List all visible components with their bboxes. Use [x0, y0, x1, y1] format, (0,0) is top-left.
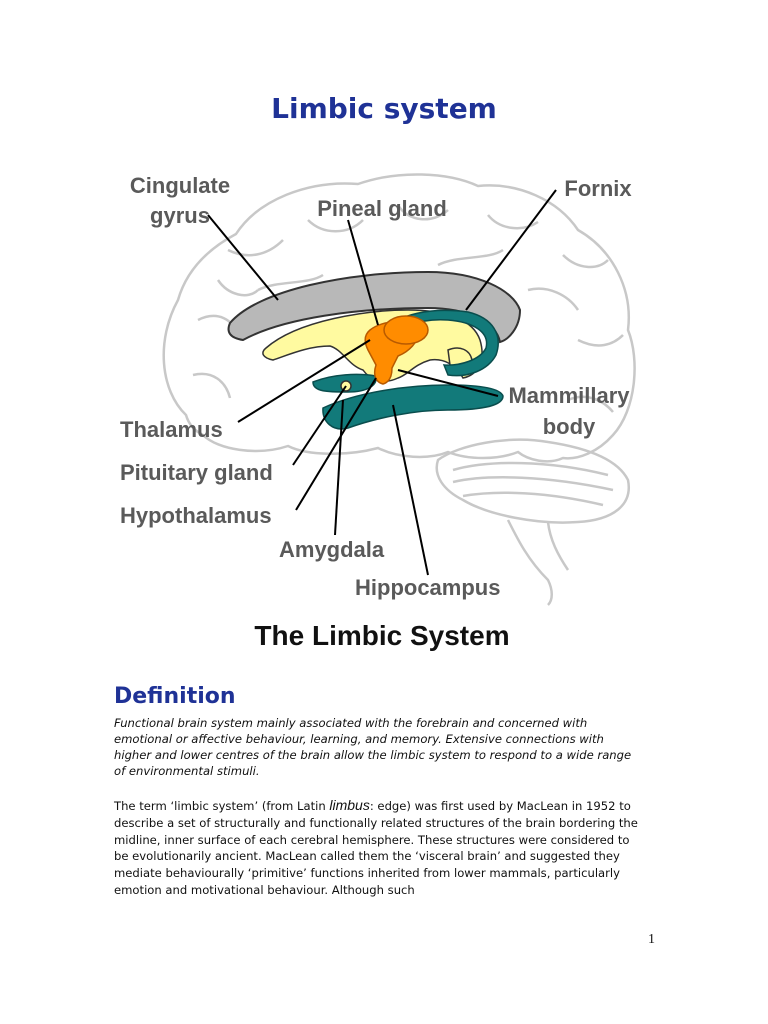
- label-hypothalamus: Hypothalamus: [120, 503, 272, 528]
- label-thalamus: Thalamus: [120, 417, 223, 442]
- fornix-shape: [376, 309, 499, 377]
- body-text-part2: : edge) was first used by MacLean in 195…: [114, 799, 638, 897]
- hippocampus-shape: [322, 384, 504, 430]
- brain-diagram: Cingulate gyrus Pineal gland Fornix Mamm…: [120, 173, 636, 651]
- label-cingulate-line2: gyrus: [150, 203, 210, 228]
- label-mammillary-line2: body: [543, 414, 596, 439]
- page-number: 1: [648, 932, 655, 947]
- label-mammillary-line1: Mammillary: [508, 383, 630, 408]
- limbic-system-figure: Cingulate gyrus Pineal gland Fornix Mamm…: [108, 160, 668, 660]
- latin-term: limbus: [329, 797, 370, 813]
- label-pituitary-gland: Pituitary gland: [120, 460, 273, 485]
- label-cingulate-line1: Cingulate: [130, 173, 230, 198]
- cerebellum: [435, 438, 631, 606]
- leader-lines: [207, 189, 557, 576]
- body-paragraph: The term ‘limbic system’ (from Latin lim…: [114, 797, 644, 899]
- label-pineal-gland: Pineal gland: [317, 196, 447, 221]
- label-fornix: Fornix: [564, 176, 632, 201]
- cingulate-gyrus-shape: [227, 270, 522, 344]
- label-hippocampus: Hippocampus: [355, 575, 500, 600]
- definition-text: Functional brain system mainly associate…: [114, 716, 632, 778]
- figure-caption: The Limbic System: [254, 620, 509, 651]
- pineal-gland-shape: [383, 315, 429, 345]
- body-text-part1: The term ‘limbic system’ (from Latin: [114, 799, 330, 813]
- section-heading-definition: Definition: [114, 684, 236, 709]
- page-title: Limbic system: [271, 92, 497, 125]
- brain-outline: [162, 173, 636, 463]
- label-amygdala: Amygdala: [279, 537, 385, 562]
